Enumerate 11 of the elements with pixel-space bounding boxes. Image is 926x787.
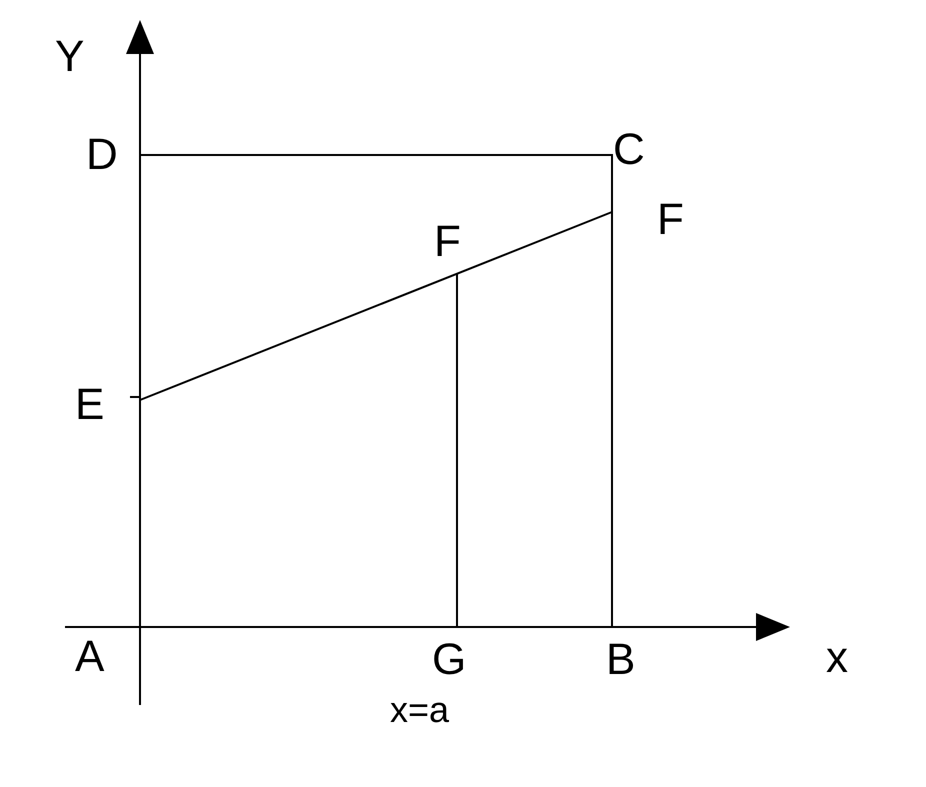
axis-label: Y [55, 35, 84, 79]
point-label: C [613, 128, 645, 172]
axis-label: x [826, 636, 848, 680]
point-label: D [86, 133, 118, 177]
point-label: B [606, 638, 636, 682]
point-label: F [657, 198, 684, 242]
point-label: G [432, 638, 466, 682]
point-label: E [75, 383, 104, 427]
point-label: A [75, 635, 104, 679]
point-label: F [434, 220, 461, 264]
equation-label: x=a [390, 692, 450, 728]
